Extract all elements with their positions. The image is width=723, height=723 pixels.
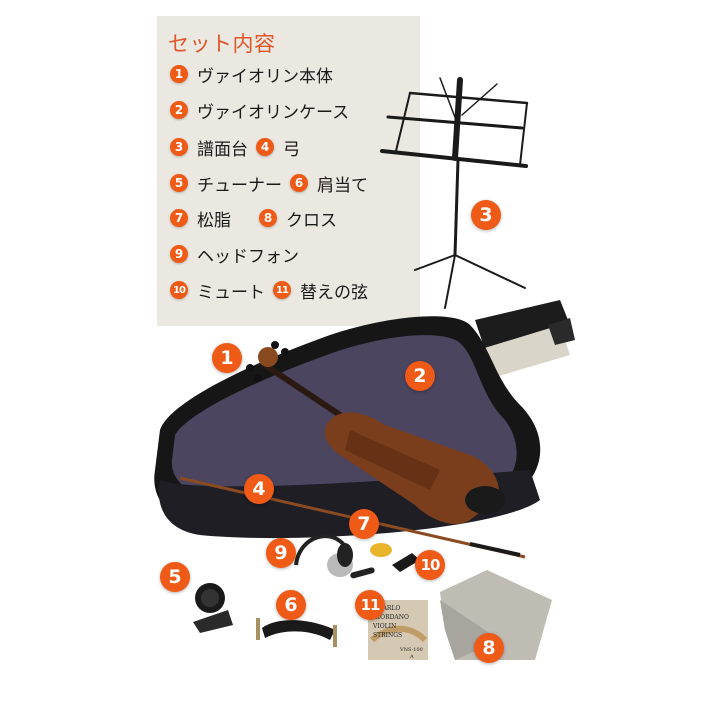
svg-text:A: A xyxy=(409,654,414,660)
number-badge: 10 xyxy=(170,281,188,299)
photo-badge-1: 1 xyxy=(212,343,242,373)
svg-text:VIOLIN: VIOLIN xyxy=(372,623,396,630)
number-badge: 6 xyxy=(290,174,308,192)
contents-row: 1 ヴァイオリン本体 xyxy=(170,62,341,87)
item-label: ヴァイオリンケース xyxy=(197,102,350,123)
contents-item: 8 クロス xyxy=(259,206,337,231)
number-badge: 2 xyxy=(170,101,188,119)
contents-row: 5 チューナー 6 肩当て xyxy=(170,171,376,196)
stand-box-image xyxy=(475,300,575,380)
contents-row: 2 ヴァイオリンケース xyxy=(170,98,357,123)
svg-text:GIORDANO: GIORDANO xyxy=(373,614,409,621)
contents-row: 7 松脂 8 クロス xyxy=(170,206,345,231)
photo-badge-7: 7 xyxy=(349,509,379,539)
photo-badge-10: 10 xyxy=(415,550,445,580)
number-badge: 1 xyxy=(170,65,188,83)
contents-item: 2 ヴァイオリンケース xyxy=(170,98,349,123)
tuner-image xyxy=(193,583,233,633)
contents-item: 11 替えの弦 xyxy=(273,278,368,303)
shoulder-rest-image xyxy=(256,618,337,647)
photo-badge-6: 6 xyxy=(276,590,306,620)
svg-text:CARLO: CARLO xyxy=(378,605,400,612)
item-label: 替えの弦 xyxy=(300,282,368,303)
violin-image xyxy=(246,341,505,525)
item-label: チューナー xyxy=(197,175,282,196)
item-label: ミュート xyxy=(197,282,265,303)
contents-item: 7 松脂 xyxy=(170,206,231,231)
svg-text:VNS-100: VNS-100 xyxy=(399,647,423,653)
rosin-image xyxy=(370,543,392,557)
photo-badge-8: 8 xyxy=(474,633,504,663)
photo-badge-9: 9 xyxy=(266,538,296,568)
number-badge: 5 xyxy=(170,174,188,192)
set-contents-panel xyxy=(157,16,420,326)
item-label: クロス xyxy=(286,210,337,231)
photo-badge-3: 3 xyxy=(471,200,501,230)
contents-item: 5 チューナー xyxy=(170,171,282,196)
panel-title: セット内容 xyxy=(168,32,276,56)
music-stand-image xyxy=(380,77,529,309)
svg-text:STRINGS: STRINGS xyxy=(373,632,402,639)
photo-badge-5: 5 xyxy=(160,562,190,592)
contents-row: 10 ミュート 11 替えの弦 xyxy=(170,278,376,303)
contents-item: 3 譜面台 xyxy=(170,135,248,160)
item-label: 肩当て xyxy=(317,175,368,196)
contents-item: 1 ヴァイオリン本体 xyxy=(170,62,333,87)
number-badge: 7 xyxy=(170,209,188,227)
item-label: 譜面台 xyxy=(197,139,248,160)
number-badge: 4 xyxy=(256,138,274,156)
contents-item: 9 ヘッドフォン xyxy=(170,242,299,267)
item-label: ヘッドフォン xyxy=(197,246,299,267)
headphones-image xyxy=(294,534,375,579)
item-label: ヴァイオリン本体 xyxy=(197,66,333,87)
number-badge: 11 xyxy=(273,281,291,299)
number-badge: 8 xyxy=(259,209,277,227)
number-badge: 9 xyxy=(170,245,188,263)
contents-row: 9 ヘッドフォン xyxy=(170,242,307,267)
photo-badge-11: 11 xyxy=(355,590,385,620)
item-label: 弓 xyxy=(283,139,300,160)
photo-badge-4: 4 xyxy=(244,474,274,504)
contents-item: 6 肩当て xyxy=(290,171,368,196)
contents-item: 10 ミュート xyxy=(170,278,265,303)
number-badge: 3 xyxy=(170,138,188,156)
photo-badge-2: 2 xyxy=(405,361,435,391)
mute-image xyxy=(392,553,420,572)
item-label: 松脂 xyxy=(197,210,231,231)
